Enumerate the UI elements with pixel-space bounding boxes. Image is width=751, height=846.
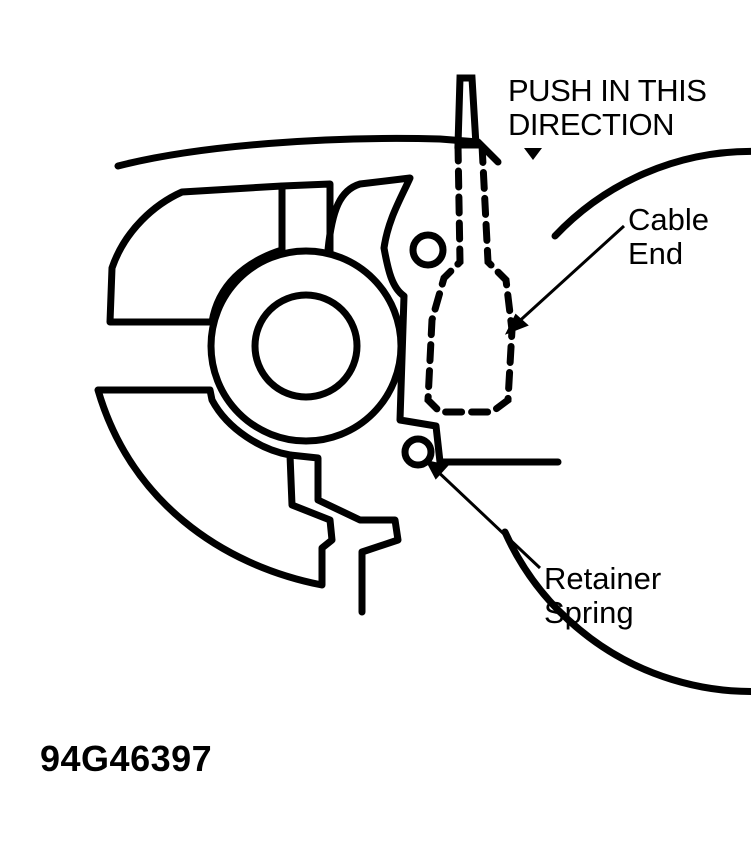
upper-left-opening	[106, 182, 286, 326]
cable-hidden	[424, 141, 516, 416]
top-plate-edge	[114, 134, 502, 170]
cable-end-leader-arrow-icon	[504, 313, 529, 335]
retainer-spring-label: Retainer Spring	[544, 562, 661, 630]
retainer-spring-line-1: Retainer	[544, 561, 662, 596]
cable-end-line-2: End	[628, 236, 684, 271]
retainer-spring	[401, 435, 435, 469]
hub-inner	[251, 291, 361, 401]
inner-spoke-frame	[278, 180, 334, 256]
upper-hole	[409, 231, 447, 269]
push-direction-line-2: DIRECTION	[508, 107, 675, 142]
cable-visible	[454, 74, 480, 149]
figure-id: 94G46397	[40, 738, 213, 779]
cable-end-label: Cable End	[628, 203, 709, 271]
lower-left-opening	[94, 386, 336, 589]
retainer-spring-line-2: Spring	[544, 595, 634, 630]
hub-outer	[207, 247, 405, 445]
cable-end-line-1: Cable	[628, 202, 709, 237]
outer-rim	[501, 147, 751, 695]
cable-end-leader	[512, 224, 626, 328]
retainer-leader	[432, 466, 542, 570]
push-direction-line-1: PUSH IN THIS	[508, 73, 707, 108]
push-direction-arrow-icon	[524, 148, 542, 160]
retainer-leader-arrow-icon	[425, 459, 449, 480]
right-bracket	[324, 174, 562, 466]
lower-spoke-arm	[286, 451, 402, 616]
push-direction-label: PUSH IN THIS DIRECTION	[508, 73, 707, 142]
